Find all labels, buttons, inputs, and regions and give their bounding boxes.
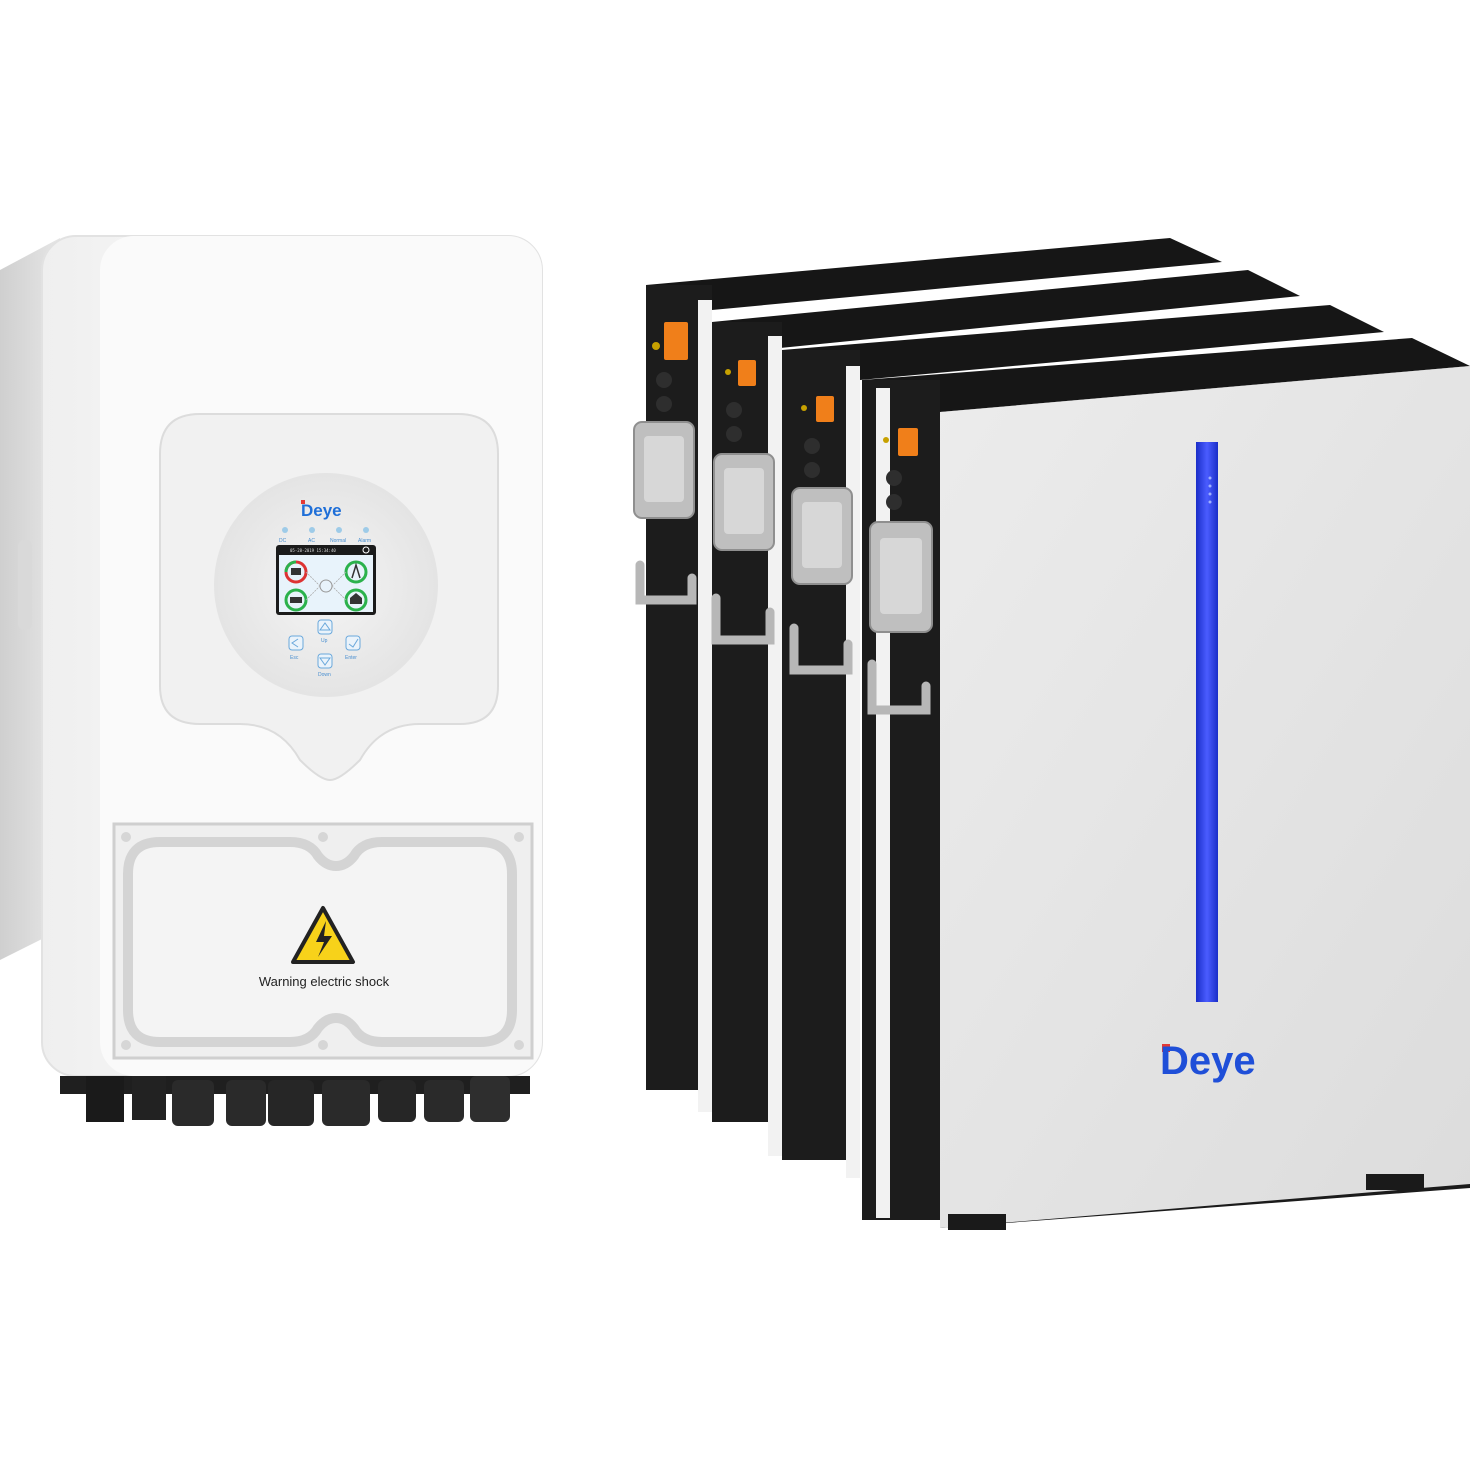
indicator-alarm: Alarm bbox=[358, 538, 371, 544]
lcd-screen: 05-28-2019 15:34:40 bbox=[276, 545, 376, 615]
battery-logo: Deye bbox=[1160, 1039, 1256, 1083]
side-handle-recess bbox=[18, 540, 32, 630]
indicator-normal: Normal bbox=[330, 538, 346, 544]
warning-triangle-icon bbox=[291, 906, 355, 964]
inverter-brand-text: Deye bbox=[301, 501, 342, 520]
carry-handle[interactable] bbox=[711, 593, 775, 645]
battery-module-1 bbox=[633, 238, 1222, 1112]
enter-label: Enter bbox=[345, 655, 357, 661]
hybrid-inverter: Deye DC AC Normal Alarm 05-28-2019 15:34… bbox=[0, 235, 543, 1126]
carry-handle[interactable] bbox=[867, 659, 931, 715]
lightning-bolt-icon bbox=[316, 921, 332, 957]
carry-handle[interactable] bbox=[789, 623, 853, 675]
indicator-dc: DC bbox=[279, 538, 287, 544]
led-status-bar bbox=[1196, 442, 1218, 1002]
power-connector bbox=[898, 428, 918, 456]
status-indicators: DC AC Normal Alarm bbox=[279, 527, 371, 544]
gear-icon bbox=[362, 546, 370, 554]
warning-label: Warning electric shock bbox=[259, 974, 390, 989]
esc-button[interactable]: Esc bbox=[288, 635, 304, 661]
down-button[interactable]: Down bbox=[317, 653, 333, 678]
battery-brand-text: Deye bbox=[1160, 1039, 1256, 1083]
battery-module-2 bbox=[711, 270, 1300, 1156]
wiring-cover: Warning electric shock bbox=[112, 822, 534, 1060]
lcd-datetime: 05-28-2019 15:34:40 bbox=[290, 548, 336, 553]
esc-label: Esc bbox=[290, 655, 299, 661]
carry-handle[interactable] bbox=[635, 560, 697, 605]
up-button[interactable]: Up bbox=[317, 619, 333, 644]
keypad: Esc Up Down Enter bbox=[288, 619, 361, 678]
battery-module-4: Deye bbox=[862, 338, 1470, 1230]
inverter-logo: Deye bbox=[301, 500, 342, 520]
power-connector bbox=[738, 360, 756, 386]
power-connector bbox=[816, 396, 834, 422]
enter-button[interactable]: Enter bbox=[345, 635, 361, 661]
foot bbox=[1366, 1174, 1424, 1190]
down-label: Down bbox=[318, 672, 331, 678]
indicator-ac: AC bbox=[308, 538, 315, 544]
foot bbox=[948, 1214, 1006, 1230]
battery-stack: Deye bbox=[633, 238, 1470, 1230]
cable-glands bbox=[60, 1076, 530, 1126]
up-label: Up bbox=[321, 638, 328, 644]
battery-module-3 bbox=[782, 305, 1384, 1178]
power-connector bbox=[664, 322, 688, 360]
